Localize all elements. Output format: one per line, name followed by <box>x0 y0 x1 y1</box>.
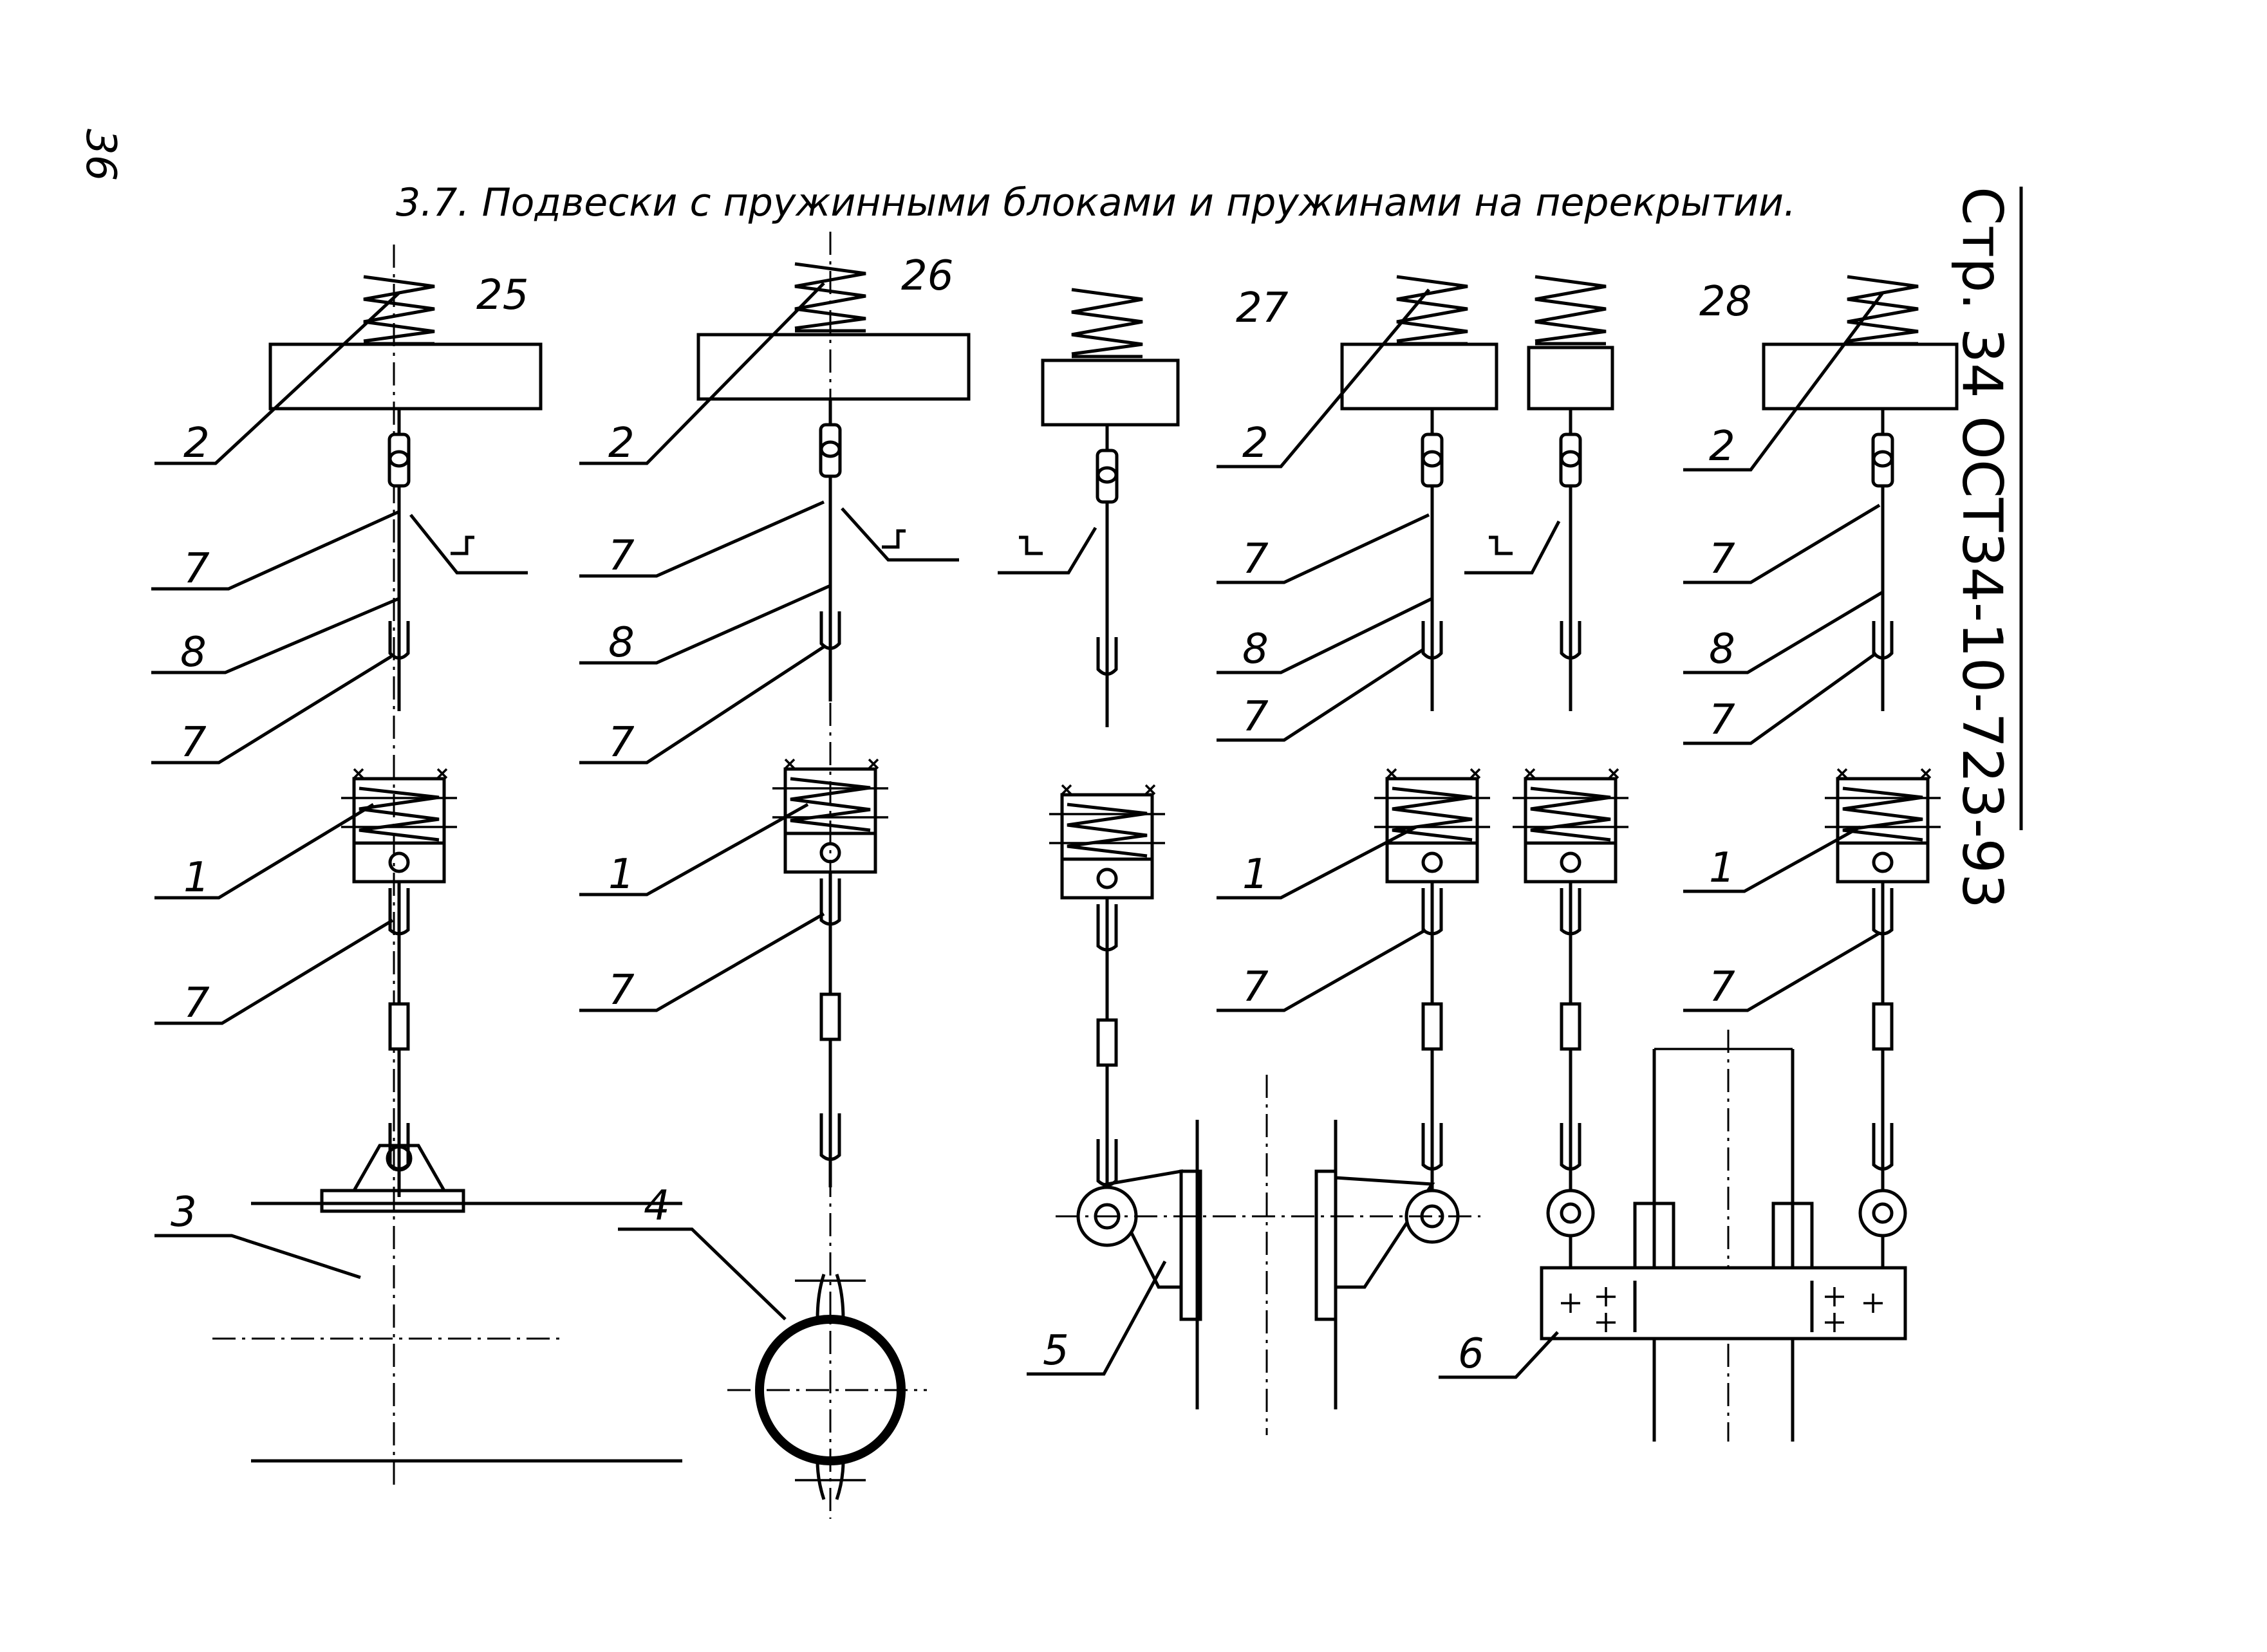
rod-assembly-left <box>1049 425 1165 1213</box>
rod-assembly <box>341 409 457 1197</box>
leader-2 <box>154 292 400 465</box>
document-code: Стр. 34 ОСТ34-10-723-93 <box>1950 187 2014 909</box>
label-2: 2 <box>1709 423 1735 470</box>
floor-slab-left <box>1041 358 1180 427</box>
leader-1 <box>1683 825 1861 893</box>
label-7: 7 <box>608 719 635 766</box>
label-6: 6 <box>1458 1330 1484 1378</box>
label-7: 7 <box>1242 963 1269 1011</box>
label-7: 7 <box>1709 696 1735 744</box>
leader-7c <box>1683 931 1881 1012</box>
label-1: 1 <box>1242 851 1269 898</box>
side-bracket <box>998 526 1097 575</box>
clamp-ear-left <box>1105 1169 1183 1289</box>
leader-7b <box>151 654 393 765</box>
top-spring-right <box>1397 277 1468 344</box>
label-7: 7 <box>180 719 207 766</box>
floor-slab <box>268 342 543 411</box>
clamp-ear-right <box>1334 1176 1435 1289</box>
label-7: 7 <box>1242 535 1269 583</box>
leader-7b <box>579 645 825 765</box>
figure-26: 26 2 7 8 7 1 7 4 <box>579 232 971 1519</box>
label-1: 1 <box>183 854 210 902</box>
label-7: 7 <box>1709 963 1735 1011</box>
side-bracket <box>409 514 528 575</box>
leader-7a <box>1217 513 1430 584</box>
top-spring <box>364 277 434 344</box>
figure-number: 28 <box>1699 278 1751 326</box>
cross-beam <box>1540 1266 1907 1341</box>
label-5: 5 <box>1043 1327 1069 1375</box>
label-8: 8 <box>180 629 207 676</box>
label-1: 1 <box>608 851 635 898</box>
leader-7a <box>579 500 825 578</box>
leader-8 <box>151 597 400 674</box>
top-spring-left <box>1072 290 1143 357</box>
top-spring-right <box>1847 277 1918 344</box>
leader-7c <box>1217 928 1427 1012</box>
leader-7c <box>154 918 394 1025</box>
leader-4 <box>618 1227 787 1321</box>
floor-slab-left <box>1527 346 1614 411</box>
floor-slab-right <box>1340 342 1498 411</box>
label-7: 7 <box>183 979 210 1027</box>
label-7: 7 <box>183 545 210 593</box>
leader-1 <box>579 803 809 896</box>
leader-6 <box>1439 1331 1559 1379</box>
leader-8 <box>1683 590 1884 674</box>
label-7: 7 <box>608 532 635 580</box>
side-bracket <box>1464 520 1561 575</box>
leader-2 <box>1683 292 1885 472</box>
label-8: 8 <box>608 619 635 667</box>
page-number: 36 <box>77 129 124 181</box>
label-7: 7 <box>1242 693 1269 741</box>
figure-25: 25 2 7 8 7 1 7 3 <box>151 245 682 1487</box>
floor-slab <box>696 333 971 401</box>
top-spring-left <box>1535 277 1606 344</box>
page-title: 3.7. Подвески с пружинными блоками и пру… <box>396 180 1796 225</box>
leader-1 <box>1217 825 1417 900</box>
leader-7b <box>1683 651 1878 745</box>
label-1: 1 <box>1709 844 1735 892</box>
label-2: 2 <box>183 420 210 467</box>
label-8: 8 <box>1242 626 1269 673</box>
label-3: 3 <box>171 1189 197 1236</box>
figure-number: 25 <box>476 272 528 319</box>
figure-28: 28 2 7 8 7 1 7 <box>1439 277 1959 1442</box>
lug-base <box>320 1189 465 1213</box>
side-bracket <box>841 507 959 562</box>
leader-7a <box>1683 503 1881 584</box>
label-8: 8 <box>1709 626 1735 673</box>
leader-7c <box>579 912 825 1012</box>
figure-number: 27 <box>1236 284 1289 332</box>
leader-7b <box>1217 648 1424 742</box>
label-4: 4 <box>644 1182 670 1230</box>
leader-8 <box>1217 597 1433 674</box>
rod-assembly-right <box>1374 409 1490 1197</box>
leader-2 <box>579 282 825 465</box>
label-7: 7 <box>1709 535 1735 583</box>
leader-7a <box>151 510 400 591</box>
leader-1 <box>154 803 375 900</box>
label-2: 2 <box>608 420 635 467</box>
floor-slab-right <box>1762 342 1959 411</box>
label-7: 7 <box>608 967 635 1014</box>
leader-3 <box>154 1234 361 1279</box>
leader-8 <box>579 584 832 665</box>
leader-2 <box>1217 288 1430 469</box>
leader-5 <box>1027 1260 1167 1376</box>
figure-number: 26 <box>901 252 953 300</box>
figure-27: 27 2 7 8 7 1 7 5 <box>998 277 1498 1435</box>
rod-assembly-left <box>1513 409 1628 1197</box>
clamp-plate-right <box>1314 1169 1338 1321</box>
label-2: 2 <box>1242 420 1269 467</box>
